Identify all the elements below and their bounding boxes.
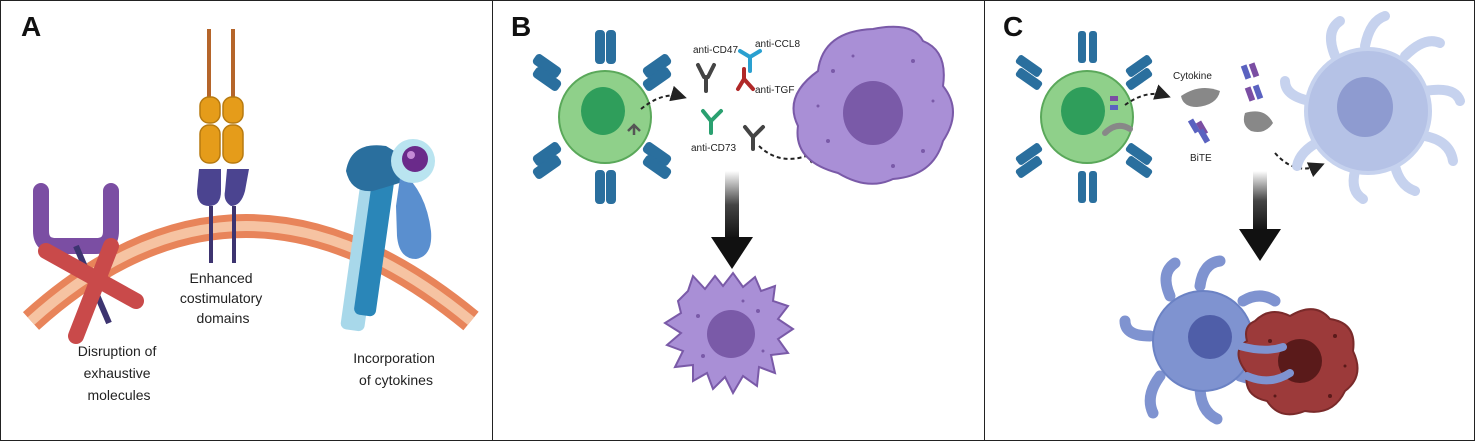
tumor-cell xyxy=(1236,308,1359,416)
car-t-cell xyxy=(532,30,672,204)
label-anti-ccl8: anti-CCL8 xyxy=(755,39,800,50)
antibody-ccl8-icon xyxy=(738,49,762,73)
antibody-cd47-icon xyxy=(696,63,716,93)
macrophage xyxy=(792,25,954,185)
antibody-icon xyxy=(743,125,765,151)
activated-macrophage xyxy=(663,271,795,396)
car-t-cell xyxy=(1015,31,1153,203)
panel-c-diagram: Cytokine BiTE xyxy=(1015,11,1465,425)
panel-c: C xyxy=(984,0,1475,441)
panel-b-diagram: anti-CD47 anti-CCL8 anti-TGF anti-CD73 xyxy=(532,25,954,396)
panel-a: A xyxy=(0,0,494,441)
cytokine-receptor-icon xyxy=(340,139,435,332)
label-bite: BiTE xyxy=(1190,153,1212,164)
antibody-cd73-icon xyxy=(701,109,723,135)
label-anti-tgf: anti-TGF xyxy=(755,85,794,96)
panel-a-letter: A xyxy=(21,11,42,42)
secretion-arrow xyxy=(1124,84,1171,106)
transition-arrow-icon xyxy=(711,171,753,269)
disruption-label: Disruption of exhaustive molecules xyxy=(78,343,160,403)
cytokine-icon xyxy=(1181,87,1273,132)
label-anti-cd73: anti-CD73 xyxy=(691,143,736,154)
cytokines-label: Incorporation of cytokines xyxy=(353,350,439,388)
bite-icon xyxy=(1187,62,1264,144)
costim-label: Enhanced costimulatory domains xyxy=(180,270,266,326)
transition-arrow-icon xyxy=(1239,171,1281,261)
costimulatory-receptor-icon xyxy=(197,29,249,263)
secretion-arrow xyxy=(640,85,687,110)
label-cytokine: Cytokine xyxy=(1173,71,1212,82)
panel-b: B xyxy=(492,0,986,441)
label-anti-cd47: anti-CD47 xyxy=(693,45,738,56)
panel-b-letter: B xyxy=(511,11,532,42)
antibody-tgf-icon xyxy=(736,67,755,91)
disruption-cross-icon xyxy=(38,238,144,344)
panel-c-letter: C xyxy=(1003,11,1024,42)
panel-a-diagram: Enhanced costimulatory domains Disruptio… xyxy=(22,29,479,403)
dendritic-cell xyxy=(1280,11,1465,204)
